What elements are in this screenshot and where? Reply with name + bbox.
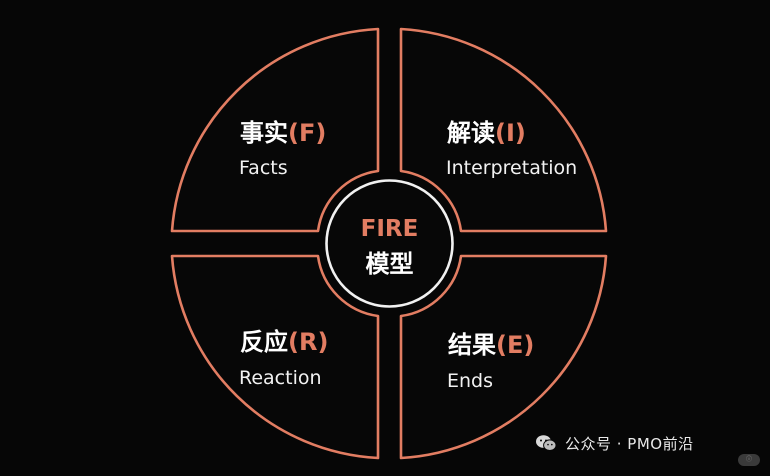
wechat-icon (536, 435, 557, 451)
interpretation-title-letter: (I) (495, 119, 526, 147)
reaction-title-zh: 反应 (240, 328, 288, 356)
interpretation-title: 解读(I) (447, 119, 526, 147)
facts-title-zh: 事实 (240, 119, 288, 147)
facts-label: Facts (239, 157, 288, 179)
facts-title: 事实(F) (240, 119, 326, 147)
corner-badge: ⓘ (738, 454, 760, 466)
quadrant-top-right (399, 27, 608, 233)
interpretation-label: Interpretation (446, 157, 577, 179)
ends-label: Ends (447, 370, 493, 392)
quadrant-top-left (170, 27, 380, 233)
facts-title-letter: (F) (288, 119, 326, 147)
quadrant-bottom-right (399, 254, 608, 460)
interpretation-title-zh: 解读 (447, 119, 495, 147)
reaction-title-letter: (R) (288, 328, 328, 356)
watermark-text: 公众号 · PMO前沿 (565, 434, 694, 453)
source-watermark: 公众号 · PMO前沿 (535, 431, 694, 455)
reaction-title: 反应(R) (240, 328, 328, 356)
ends-title-zh: 结果 (448, 331, 496, 359)
center-subtitle: 模型 (366, 250, 414, 278)
ends-title: 结果(E) (448, 331, 534, 359)
reaction-label: Reaction (239, 367, 322, 389)
quadrant-bottom-left (170, 254, 380, 460)
center-circle (325, 179, 454, 308)
center-title: FIRE (361, 216, 419, 242)
ends-title-letter: (E) (496, 331, 534, 359)
